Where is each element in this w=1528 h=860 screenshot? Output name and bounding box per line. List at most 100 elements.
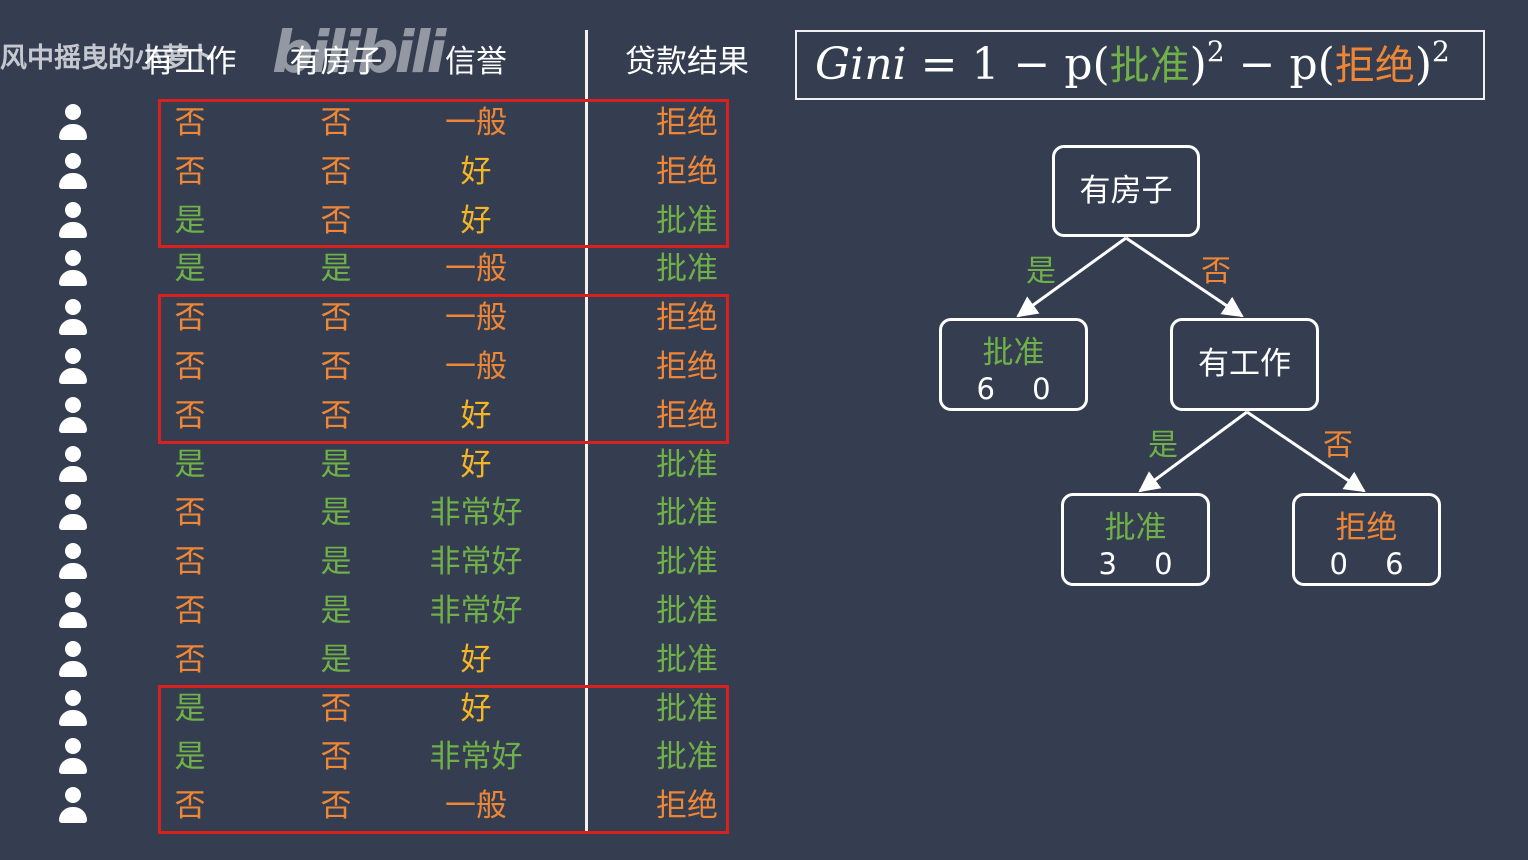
cell-credit: 一般 — [445, 788, 507, 825]
user-icon — [58, 787, 88, 825]
edge-root-node2 — [1125, 236, 1244, 318]
highlight-box — [158, 99, 729, 249]
cell-result: 批准 — [656, 593, 718, 629]
leaf3-counts: 0 6 — [1329, 547, 1404, 581]
cell-credit: 一般 — [445, 105, 507, 141]
leaf1-counts: 6 0 — [976, 372, 1051, 406]
cell-credit: 一般 — [445, 300, 507, 337]
formula-exp-1: 2 — [1206, 35, 1225, 68]
cell-has-house: 是 — [320, 446, 352, 483]
user-icon — [58, 592, 88, 630]
cell-has-job: 是 — [174, 739, 206, 776]
cell-has-job: 否 — [174, 788, 206, 825]
cell-result: 批准 — [656, 544, 718, 581]
user-icon — [58, 104, 88, 142]
leaf2-counts: 3 0 — [1098, 547, 1173, 581]
cell-has-job: 否 — [174, 300, 206, 337]
user-icon — [58, 348, 88, 386]
cell-credit: 好 — [460, 690, 492, 727]
cell-has-job: 是 — [174, 251, 206, 288]
edge-node2-leaf3 — [1246, 410, 1366, 493]
root-yes-label: 是 — [1026, 254, 1056, 289]
cell-has-house: 是 — [320, 495, 352, 532]
cell-has-job: 否 — [174, 544, 206, 581]
cell-result: 拒绝 — [656, 153, 718, 190]
cell-has-job: 否 — [174, 349, 206, 385]
header-has-house: 有房子 — [289, 44, 383, 80]
cell-result: 批准 — [656, 739, 718, 776]
tree-leaf-approve-2: 批准 3 0 — [1061, 493, 1210, 586]
cell-result: 批准 — [656, 251, 718, 288]
user-icon — [58, 445, 88, 484]
formula-close-2: ) — [1414, 39, 1433, 90]
leaf1-label: 批准 — [982, 335, 1045, 371]
cell-has-house: 否 — [320, 788, 352, 825]
cell-has-house: 是 — [320, 641, 352, 678]
cell-result: 批准 — [656, 641, 718, 678]
cell-credit: 好 — [460, 397, 492, 434]
cell-credit: 一般 — [445, 251, 507, 288]
user-icon — [58, 299, 88, 337]
node2-label: 有工作 — [1198, 346, 1291, 382]
cell-result: 拒绝 — [656, 349, 718, 385]
cell-has-job: 否 — [174, 397, 206, 434]
cell-has-house: 否 — [320, 690, 352, 727]
cell-credit: 非常好 — [429, 544, 523, 581]
formula-exp-2: 2 — [1432, 35, 1450, 68]
cell-has-house: 是 — [320, 593, 352, 629]
user-icon — [58, 250, 88, 288]
tree-leaf-approve-1: 批准 6 0 — [939, 318, 1088, 411]
cell-has-job: 否 — [174, 153, 206, 190]
user-icon — [58, 152, 88, 191]
cell-result: 批准 — [656, 202, 718, 239]
cell-credit: 好 — [460, 153, 492, 190]
cell-credit: 非常好 — [429, 495, 523, 532]
cell-has-house: 否 — [320, 153, 352, 190]
cell-has-job: 否 — [174, 641, 206, 678]
user-icon — [58, 396, 88, 435]
cell-has-house: 否 — [320, 739, 352, 776]
user-icon — [58, 689, 88, 728]
cell-credit: 好 — [460, 446, 492, 483]
user-icon — [58, 543, 88, 581]
highlight-box — [158, 294, 729, 444]
root-no-label: 否 — [1201, 254, 1231, 289]
cell-credit: 非常好 — [429, 593, 523, 629]
formula-minus: − p( — [1224, 39, 1335, 90]
cell-result: 批准 — [656, 495, 718, 532]
cell-has-job: 否 — [174, 495, 206, 532]
watermark-text: 风中摇曳的小萝卜 — [0, 43, 216, 74]
header-credit: 信誉 — [445, 44, 507, 80]
cell-has-job: 是 — [174, 446, 206, 483]
header-loan-result: 贷款结果 — [625, 44, 749, 80]
cell-result: 批准 — [656, 690, 718, 727]
cell-has-job: 是 — [174, 202, 206, 239]
edge-root-leaf1 — [1016, 236, 1127, 318]
cell-has-house: 否 — [320, 202, 352, 239]
node2-no-label: 否 — [1323, 428, 1353, 463]
cell-result: 拒绝 — [656, 788, 718, 825]
cell-has-job: 是 — [174, 690, 206, 727]
cell-has-house: 否 — [320, 105, 352, 141]
edge-node2-leaf2 — [1138, 410, 1248, 493]
cell-result: 批准 — [656, 446, 718, 483]
leaf3-label: 拒绝 — [1335, 510, 1398, 546]
cell-credit: 非常好 — [429, 739, 523, 776]
gini-formula: Gini = 1 − p(批准)2 − p(拒绝)2 — [795, 30, 1485, 100]
cell-has-house: 否 — [320, 397, 352, 434]
user-icon — [58, 494, 88, 532]
cell-result: 拒绝 — [656, 397, 718, 434]
cell-result: 拒绝 — [656, 300, 718, 337]
bilibili-logo: bilibili — [272, 18, 446, 86]
tree-root-node: 有房子 — [1052, 145, 1200, 237]
cell-has-house: 是 — [320, 544, 352, 581]
cell-has-house: 是 — [320, 251, 352, 288]
cell-credit: 好 — [460, 641, 492, 678]
node2-yes-label: 是 — [1148, 428, 1178, 463]
tree-node-has-job: 有工作 — [1170, 318, 1319, 411]
formula-term-approve: 批准 — [1109, 43, 1190, 89]
formula-eq: = 1 − p( — [920, 39, 1110, 90]
tree-leaf-reject: 拒绝 0 6 — [1292, 493, 1441, 586]
leaf2-label: 批准 — [1104, 510, 1167, 546]
